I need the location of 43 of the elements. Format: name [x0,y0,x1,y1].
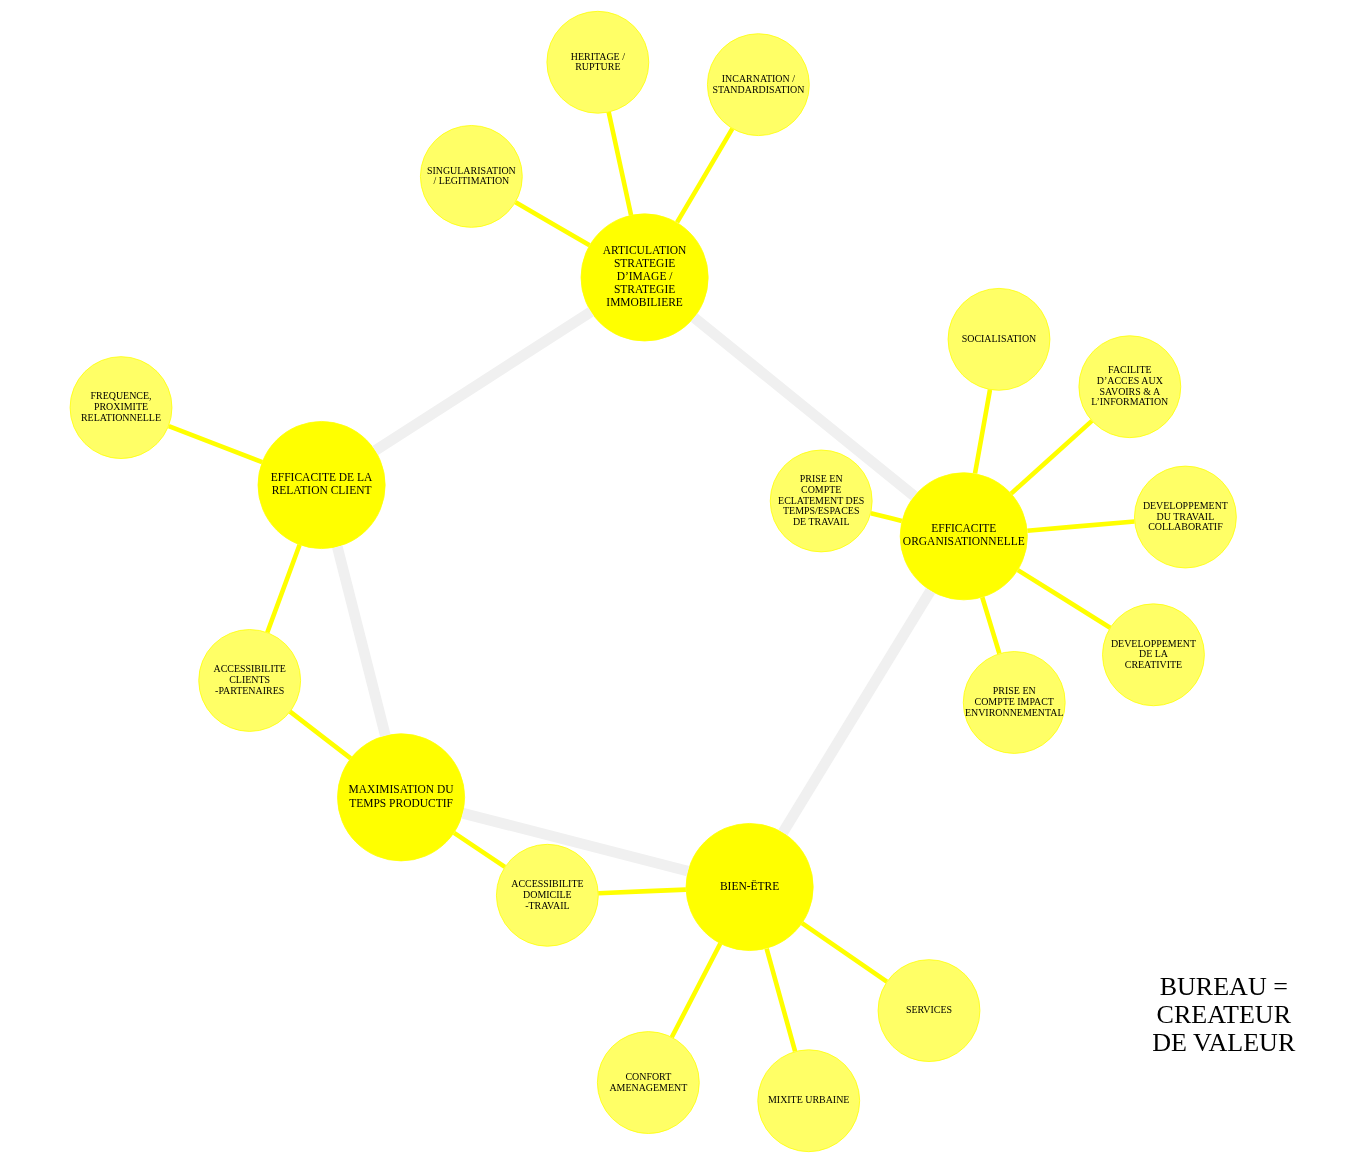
connector [669,942,723,1039]
node-circle: ACCESSIBILITE DOMICILE -TRAVAIL [496,843,599,947]
connector [598,887,686,896]
connector [288,709,353,761]
node-circle: PRISE EN COMPTE ECLATEMENT DES TEMPS/ESPACES DE TRAVAIL [769,449,873,553]
connector [167,423,264,465]
node-circle: DEVELOPPEMENT DE LA CREATIVITE [1102,603,1205,707]
connector [675,127,735,224]
connector [332,545,391,737]
node-circle: EFFICACITE ORGANISATIONNELLE [899,472,1028,601]
node-circle: ACCESSIBILITE CLIENTS -PARTENAIRES [198,629,301,732]
node-circle: FACILITE D’ACCES AUX SAVOIRS & A L’INFORMATION [1078,335,1182,439]
node-circle: EFFICACITE DE LA RELATION CLIENT [257,421,386,549]
connector [461,808,690,877]
connector [980,596,1002,655]
node-circle: MIXITE URBAINE [757,1049,861,1153]
connector [690,313,918,501]
connector [606,111,634,216]
node-circle: BIEN-ËTRE [685,823,814,951]
connector [972,389,993,474]
connector [1016,568,1112,630]
node-circle: ARTICULATION STRATEGIE D’IMAGE / STRATEGIE IMMOBILIERE [580,213,709,342]
connector [1027,519,1135,534]
label: BUREAU = CREATEUR DE VALEUR [1152,971,1296,1058]
connector [778,587,936,836]
connector [870,511,903,524]
node-circle: DEVELOPPEMENT DU TRAVAIL COLLABORATIF [1134,465,1237,569]
connector [514,200,591,248]
connector [265,543,302,634]
node-circle: INCARNATION / STANDARDISATION [707,33,810,136]
connector [1009,419,1094,496]
connector [800,921,889,984]
node-circle: HERITAGE / RUPTURE [546,10,650,114]
connector [764,947,798,1053]
node-circle: PRISE EN COMPTE IMPACT ENVIRONNEMENTAL [962,651,1066,754]
node-circle: CONFORT AMENAGEMENT [597,1031,700,1134]
node-circle: FREQUENCE, PROXIMITE RELATIONNELLE [69,356,173,459]
node-circle: MAXIMISATION DU TEMPS PRODUCTIF [337,733,466,862]
node-circle: SERVICES [877,959,981,1062]
connector [452,830,507,869]
node-circle: SINGULARISATION / LEGITIMATION [420,125,523,228]
node-circle: SOCIALISATION [947,288,1051,391]
connector [372,307,594,455]
